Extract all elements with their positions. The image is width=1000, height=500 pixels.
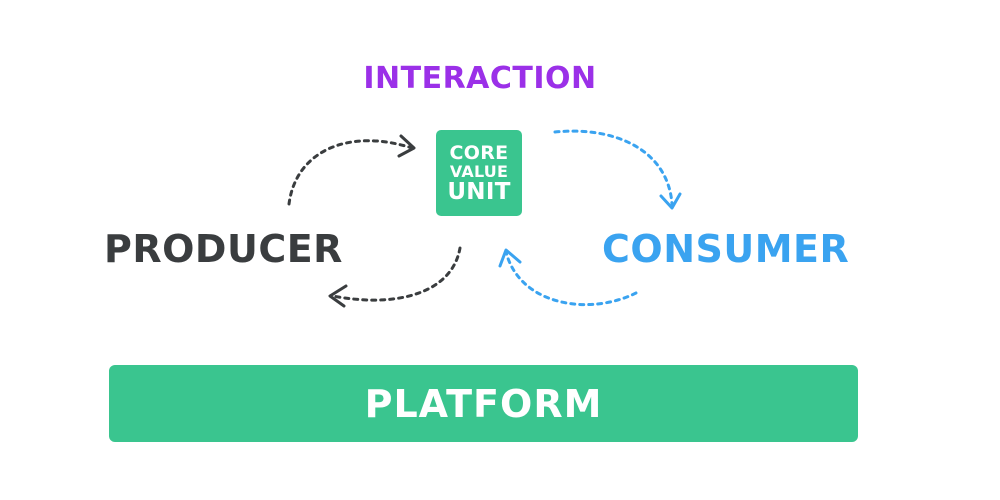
interaction-label: INTERACTION [363, 61, 597, 96]
core-to-producer-arrow [331, 246, 462, 302]
consumer-to-core-arrowhead [498, 248, 522, 268]
producer-label: PRODUCER [104, 227, 343, 271]
platform-label: PLATFORM [364, 381, 603, 426]
core-value-unit-line-1: CORE [449, 141, 509, 164]
platform-bar: PLATFORM [109, 365, 858, 442]
core-to-producer-arrowhead [328, 284, 348, 308]
core-value-unit-line-3: UNIT [447, 179, 511, 206]
consumer-label: CONSUMER [602, 227, 850, 271]
core-value-unit-box: CORE VALUE UNIT [436, 130, 522, 216]
core-to-consumer-arrowhead [659, 192, 682, 210]
producer-to-core-arrow [287, 139, 414, 206]
producer-to-core-arrowhead [397, 134, 416, 158]
core-to-consumer-arrow [553, 129, 674, 206]
consumer-to-core-arrow [504, 250, 638, 307]
core-value-unit-line-2: VALUE [449, 161, 509, 181]
